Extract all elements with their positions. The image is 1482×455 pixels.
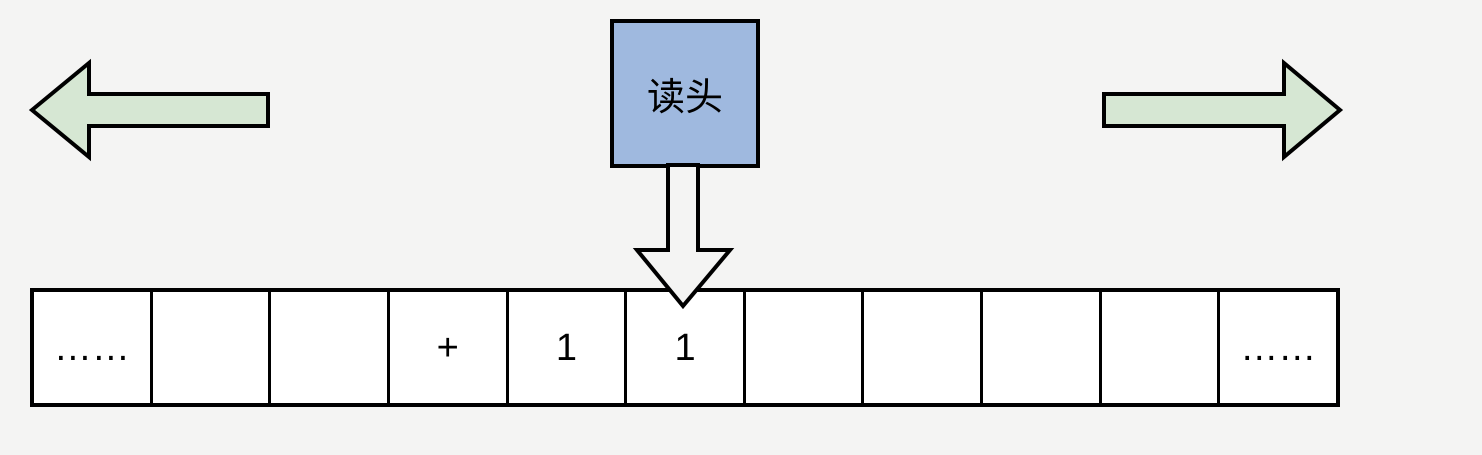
tape-cell	[1098, 292, 1218, 403]
move-left-arrow-icon	[28, 58, 270, 162]
tape-cell: +	[386, 292, 506, 403]
tape-cell	[980, 292, 1099, 403]
head-pointer-arrow-icon	[632, 163, 735, 310]
move-right-arrow-icon	[1102, 58, 1344, 162]
tape-cell	[861, 292, 981, 403]
tape-cell	[742, 292, 862, 403]
tape-cell	[149, 292, 269, 403]
tape-cell: ……	[1217, 292, 1337, 403]
tape-cell: 1	[624, 292, 743, 403]
tape-cell	[268, 292, 387, 403]
read-head-box: 读头	[610, 19, 760, 168]
tape-cell: ……	[34, 292, 150, 403]
tape-cell: 1	[505, 292, 625, 403]
read-head-label: 读头	[646, 77, 723, 119]
